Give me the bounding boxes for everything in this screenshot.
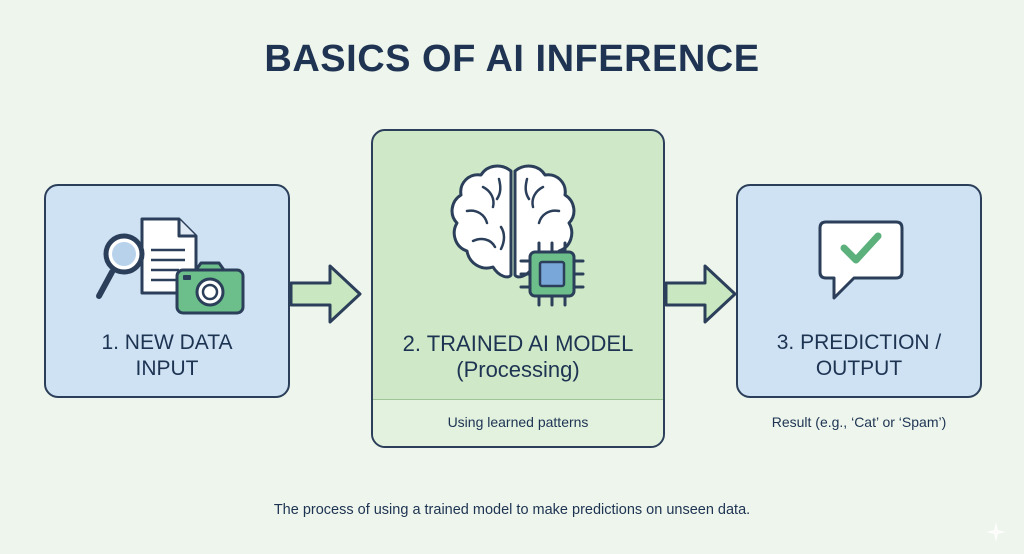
model-subtext: Using learned patterns bbox=[447, 414, 589, 430]
step-3-label-line2: OUTPUT bbox=[815, 357, 903, 380]
magnifier-icon bbox=[96, 233, 145, 299]
checkmark-icon bbox=[840, 232, 882, 264]
step-trained-ai-model: 2. TRAINED AI MODEL (Processing) Using l… bbox=[371, 129, 665, 448]
step-new-data-input: 1. NEW DATA INPUT bbox=[44, 184, 290, 398]
camera-icon bbox=[175, 261, 245, 315]
sparkle-watermark-icon bbox=[986, 522, 1006, 542]
footer-description: The process of using a trained model to … bbox=[273, 502, 751, 518]
diagram-title: BASICS OF AI INFERENCE bbox=[264, 38, 760, 80]
step-2-label-line1: 2. TRAINED AI MODEL bbox=[402, 331, 634, 356]
step-prediction-output: 3. PREDICTION / OUTPUT bbox=[736, 184, 982, 398]
right-arrow-icon bbox=[664, 264, 737, 324]
step-3-label: 3. PREDICTION / OUTPUT bbox=[738, 330, 980, 382]
model-subtext-band: Using learned patterns bbox=[373, 399, 663, 446]
step-1-label-line2: INPUT bbox=[135, 357, 199, 380]
brain-icon bbox=[450, 164, 576, 279]
right-arrow-icon bbox=[289, 264, 362, 324]
step-1-label: 1. NEW DATA INPUT bbox=[46, 330, 288, 382]
step-2-label-line2: (Processing) bbox=[456, 357, 580, 382]
output-caption: Result (e.g., ‘Cat’ or ‘Spam’) bbox=[771, 414, 947, 430]
step-3-label-line1: 3. PREDICTION / bbox=[776, 331, 942, 354]
chip-icon bbox=[519, 241, 585, 307]
step-1-label-line1: 1. NEW DATA bbox=[101, 331, 233, 354]
step-2-label: 2. TRAINED AI MODEL (Processing) bbox=[373, 331, 663, 383]
chat-bubble-icon bbox=[818, 220, 904, 300]
